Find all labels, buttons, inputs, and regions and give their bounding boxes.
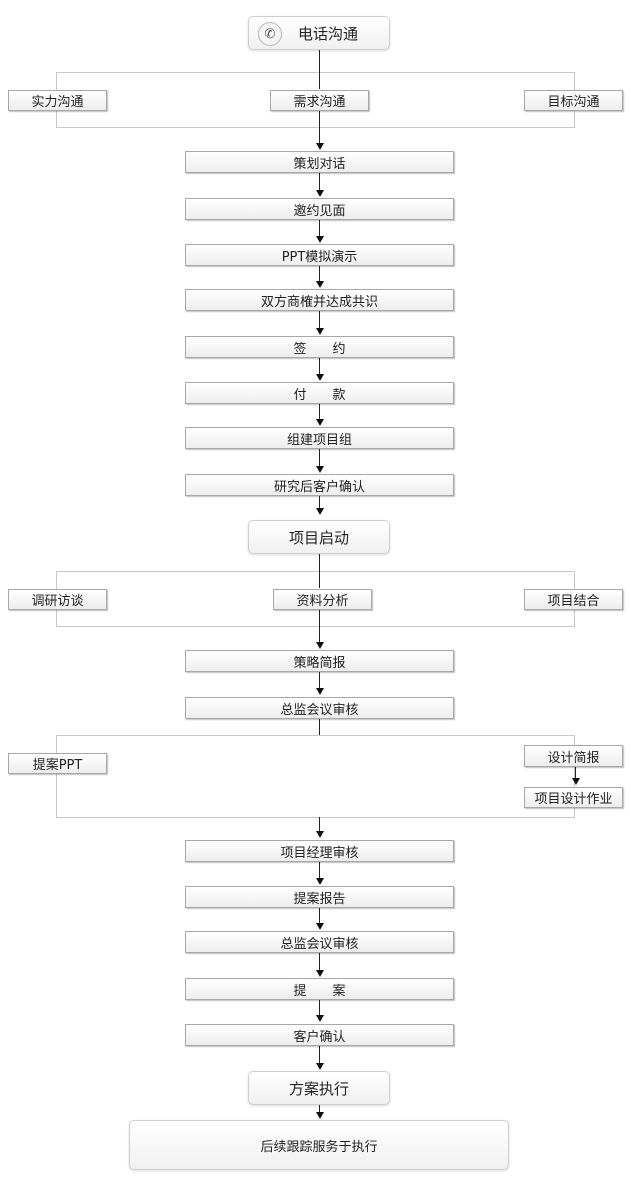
branch-label: 实力沟通 <box>31 95 84 110</box>
step-consensus: 双方商榷并达成共识 <box>185 289 454 311</box>
branch-label: 提案PPT <box>32 758 83 773</box>
step-label: 项目经理审核 <box>280 845 359 861</box>
step-payment: 付 款 <box>185 382 454 404</box>
step-label: 研究后客户确认 <box>273 479 365 495</box>
phase-plan-execution: 方案执行 <box>248 1071 390 1105</box>
branch-needs-communication: 需求沟通 <box>270 90 369 111</box>
phase-project-kickoff: 项目启动 <box>248 520 390 554</box>
final-follow-up-service: 后续跟踪服务于执行 <box>129 1120 509 1170</box>
step-ppt-demo: PPT模拟演示 <box>185 244 454 266</box>
step-director-review: 总监会议审核 <box>185 697 454 719</box>
step-proposal-report: 提案报告 <box>185 886 454 908</box>
branch-goal-communication: 目标沟通 <box>524 90 623 111</box>
branch-project-integration: 项目结合 <box>524 589 623 610</box>
branch-project-design-work: 项目设计作业 <box>524 787 623 808</box>
branch-label: 调研访谈 <box>31 594 84 609</box>
branch-label: 需求沟通 <box>293 95 346 110</box>
step-label: 付 款 <box>293 387 346 403</box>
step-label: 客户确认 <box>293 1029 346 1045</box>
phone-icon: ✆ <box>258 22 282 46</box>
branch-research-interview: 调研访谈 <box>8 589 107 610</box>
branch-label: 资料分析 <box>296 594 349 609</box>
branch-proposal-ppt: 提案PPT <box>8 753 107 774</box>
step-invite-meeting: 邀约见面 <box>185 198 454 220</box>
branch-design-brief: 设计简报 <box>524 745 623 767</box>
phase-title: 项目启动 <box>288 528 349 547</box>
branch-label: 设计简报 <box>547 750 600 766</box>
branch-data-analysis: 资料分析 <box>273 589 372 610</box>
step-label: 双方商榷并达成共识 <box>260 294 378 310</box>
final-title: 后续跟踪服务于执行 <box>260 1139 378 1155</box>
step-label: 提 案 <box>293 983 346 999</box>
phase-title: 电话沟通 <box>297 24 358 43</box>
step-proposal: 提 案 <box>185 978 454 1000</box>
step-client-confirm: 客户确认 <box>185 1024 454 1046</box>
step-form-project-team: 组建项目组 <box>185 427 454 449</box>
step-label: 总监会议审核 <box>280 702 359 718</box>
step-strategy-brief: 策略简报 <box>185 650 454 672</box>
step-label: 策略简报 <box>293 655 346 671</box>
step-label: 策划对话 <box>293 156 346 172</box>
step-label: PPT模拟演示 <box>281 249 358 265</box>
branch-label: 目标沟通 <box>547 95 600 110</box>
branch-label: 项目设计作业 <box>534 792 613 807</box>
step-project-manager-review: 项目经理审核 <box>185 840 454 862</box>
step-planning-dialogue: 策划对话 <box>185 151 454 173</box>
step-sign-contract: 签 约 <box>185 336 454 358</box>
step-label: 签 约 <box>293 341 346 357</box>
phase-phone-communication: ✆ 电话沟通 <box>248 16 390 50</box>
step-director-review-2: 总监会议审核 <box>185 931 454 953</box>
step-label: 邀约见面 <box>293 203 346 219</box>
branch-label: 项目结合 <box>547 594 600 609</box>
step-label: 总监会议审核 <box>280 936 359 952</box>
branch-strength-communication: 实力沟通 <box>8 90 107 111</box>
step-client-confirm-after-research: 研究后客户确认 <box>185 474 454 496</box>
phase-title: 方案执行 <box>288 1079 349 1098</box>
step-label: 提案报告 <box>293 891 346 907</box>
step-label: 组建项目组 <box>286 432 352 448</box>
